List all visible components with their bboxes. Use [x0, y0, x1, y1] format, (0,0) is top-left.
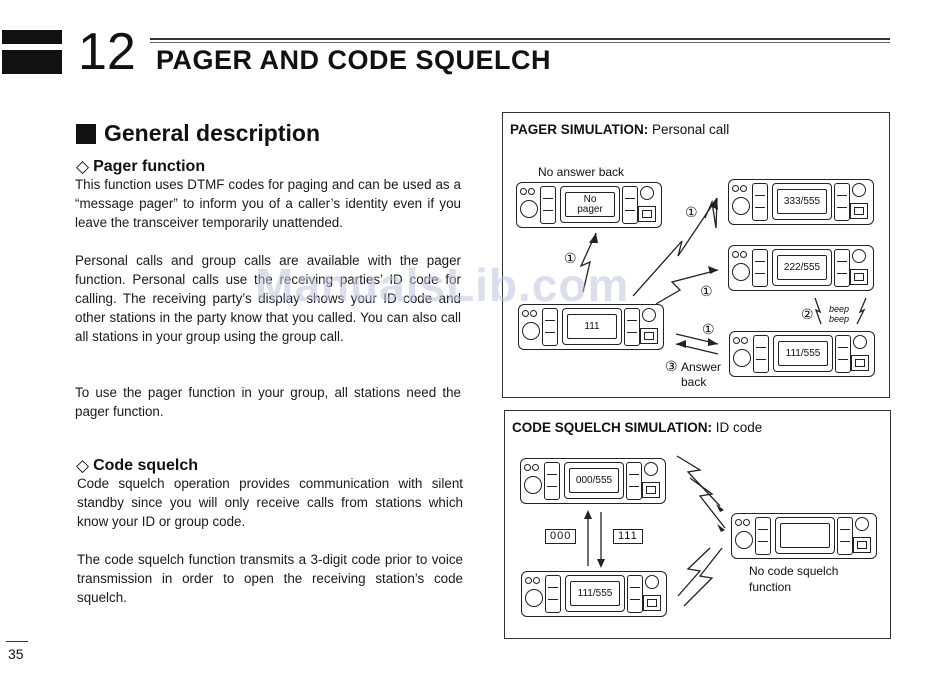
answer-back-line-1: Answer — [681, 360, 722, 374]
header-rule — [150, 38, 890, 40]
signal-zigzag — [704, 197, 718, 229]
chapter-title: PAGER AND CODE SQUELCH — [156, 45, 552, 75]
arrowhead — [676, 340, 686, 348]
radio-blank — [731, 513, 877, 559]
code-squelch-title-bold: CODE SQUELCH SIMULATION: — [512, 420, 712, 435]
beep-label-2: beep — [829, 314, 850, 324]
beep-label-1: beep — [829, 304, 850, 314]
marker-1-b: ① — [564, 250, 577, 266]
chapter-number: 12 — [78, 23, 136, 81]
squelch-paragraph-1: Code squelch operation provides communic… — [77, 476, 463, 529]
marker-1-d: ① — [702, 321, 715, 337]
radio-display: 000/555 — [569, 468, 619, 493]
marker-2: ② — [801, 306, 814, 322]
radio-display: 111/555 — [570, 581, 620, 606]
marker-3: ③ — [665, 358, 678, 374]
squelch-paragraph-2: The code squelch function transmits a 3-… — [77, 552, 463, 605]
page-number-rule — [6, 641, 28, 642]
pager-paragraph-1: This function uses DTMF codes for paging… — [75, 177, 461, 230]
code-box-111: 111 — [613, 529, 643, 544]
header-rule-thin — [150, 42, 890, 43]
marker-1-c: ① — [700, 283, 713, 299]
signal-zigzag — [683, 547, 723, 607]
no-answer-back-label: No answer back — [538, 165, 625, 179]
arrowhead — [589, 233, 598, 243]
display-line: pager — [577, 203, 603, 215]
section-heading-text: General description — [104, 120, 321, 146]
page-number: 35 — [8, 646, 24, 662]
code-squelch-simulation-title: CODE SQUELCH SIMULATION: ID code — [512, 420, 762, 435]
radio-333-555: 333/555 — [728, 179, 874, 225]
diamond-icon: ◇ — [76, 456, 90, 475]
radio-display: 111/555 — [778, 341, 828, 366]
radio-display — [780, 523, 830, 548]
radio-display: 333/555 — [777, 189, 827, 214]
radio-111-555: 111/555 — [729, 331, 875, 377]
pager-simulation-title: PAGER SIMULATION: Personal call — [510, 122, 729, 137]
signal-zigzag — [632, 197, 718, 297]
arrowhead — [716, 504, 724, 512]
chapter-tab-top — [2, 30, 62, 44]
radio-display: 111 — [567, 314, 617, 339]
signal-zigzag — [655, 269, 719, 305]
pager-paragraph-2: Personal calls and group calls are avail… — [75, 253, 461, 344]
radio-222-555: 222/555 — [728, 245, 874, 291]
arrowhead — [597, 559, 605, 568]
signal-zigzag — [677, 547, 711, 597]
section-square-icon — [76, 123, 96, 144]
pager-heading: ◇ Pager function — [76, 157, 205, 177]
arrowhead — [708, 338, 718, 346]
arrowhead — [710, 198, 718, 210]
diamond-icon: ◇ — [76, 157, 90, 176]
marker-1-a: ① — [685, 204, 698, 220]
radio-display: No pager — [565, 192, 615, 217]
signal-zigzag — [689, 477, 726, 529]
pager-simulation-title-bold: PAGER SIMULATION: — [510, 122, 649, 137]
radio-display: 222/555 — [777, 255, 827, 280]
beep-zigzag — [814, 297, 822, 325]
no-code-squelch-line-2: function — [749, 580, 792, 594]
radio-no-pager: No pager — [516, 182, 662, 228]
squelch-heading: ◇ Code squelch — [76, 456, 198, 476]
pager-heading-text: Pager function — [93, 158, 206, 175]
no-code-squelch-line-1: No code squelch — [749, 564, 839, 578]
arrowhead — [717, 524, 725, 532]
arrowhead — [584, 510, 592, 519]
chapter-tab-bottom — [2, 50, 62, 74]
radio-000-555: 000/555 — [520, 458, 666, 504]
radio-111: 111 — [518, 304, 664, 350]
section-heading: General description — [76, 120, 320, 147]
code-box-000: 000 — [545, 529, 577, 544]
signal-zigzag — [579, 232, 597, 293]
arrowhead — [708, 266, 718, 274]
pager-simulation-title-rest: Personal call — [648, 122, 730, 137]
display-line: No — [583, 193, 597, 205]
code-squelch-title-rest: ID code — [712, 420, 763, 435]
squelch-heading-text: Code squelch — [93, 457, 198, 474]
beep-zigzag — [856, 297, 867, 325]
radio-111-555-squelch: 111/555 — [521, 571, 667, 617]
signal-zigzag — [676, 455, 721, 507]
answer-back-line-2: back — [681, 375, 707, 389]
pager-paragraph-3: To use the pager function in your group,… — [75, 385, 461, 419]
